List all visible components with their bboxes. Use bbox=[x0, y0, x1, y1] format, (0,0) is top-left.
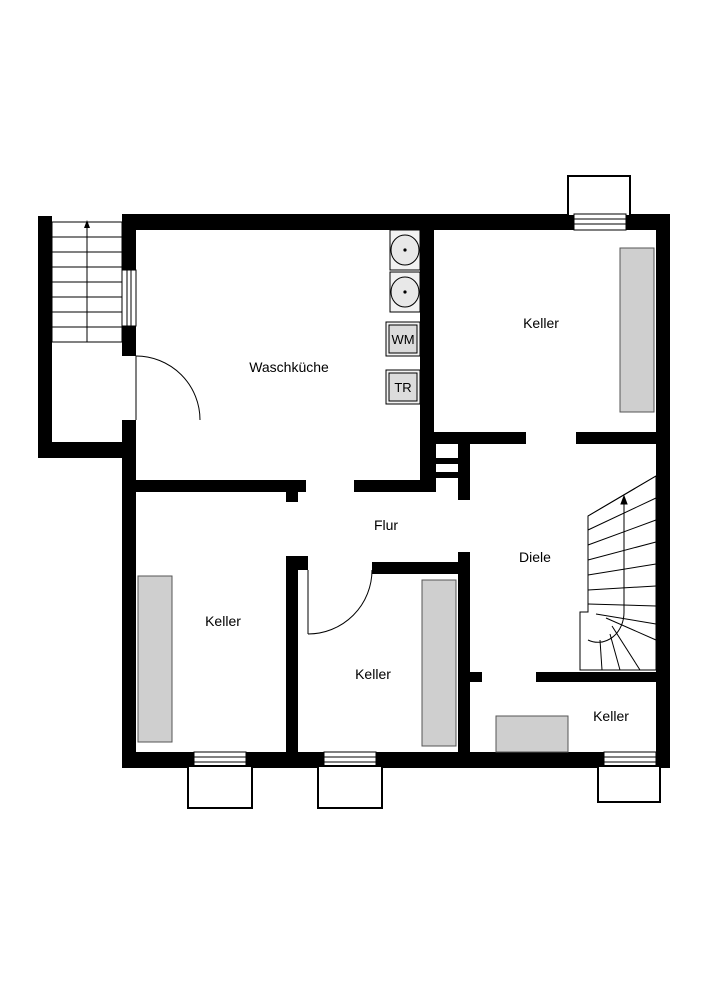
wall-keller-ne-bottom-left bbox=[420, 432, 526, 444]
shelf-keller-sw bbox=[137, 575, 173, 743]
light-well-top bbox=[567, 175, 631, 231]
room-label-waschkueche: Waschküche bbox=[249, 359, 329, 375]
dryer-label: TR bbox=[394, 380, 411, 395]
wall-right bbox=[656, 214, 670, 768]
sink-1 bbox=[389, 229, 421, 271]
staircase-arrow-icon bbox=[620, 494, 628, 505]
wall-keller-ne-bottom-right bbox=[576, 432, 656, 444]
light-well-bottom-mid bbox=[317, 751, 383, 809]
wall-shaft-right bbox=[458, 444, 470, 500]
room-label-keller-sw: Keller bbox=[205, 613, 241, 629]
wall-top bbox=[122, 214, 670, 230]
dryer: TR bbox=[385, 369, 421, 405]
wall-wk-bottom-left bbox=[136, 480, 306, 492]
interior-staircase bbox=[579, 475, 657, 671]
washing-machine: WM bbox=[385, 321, 421, 357]
room-label-keller-mid: Keller bbox=[355, 666, 391, 682]
room-label-diele: Diele bbox=[519, 549, 551, 565]
wall-left-lower bbox=[122, 420, 136, 768]
room-label-keller-ne: Keller bbox=[523, 315, 559, 331]
shelf-keller-mid bbox=[421, 579, 457, 747]
room-label-flur: Flur bbox=[374, 517, 398, 533]
wall-wk-bottom-stub bbox=[286, 480, 298, 502]
wall-left-mid bbox=[122, 326, 136, 356]
washing-machine-label: WM bbox=[391, 332, 414, 347]
entrance-door bbox=[135, 355, 201, 421]
wall-keller-se-top bbox=[536, 672, 656, 682]
room-label-keller-se: Keller bbox=[593, 708, 629, 724]
outer-walls bbox=[122, 214, 670, 768]
wall-bottom bbox=[122, 752, 670, 768]
room-labels: Waschküche Keller Flur Diele Keller Kell… bbox=[205, 315, 629, 724]
wall-shaft-h1 bbox=[432, 458, 462, 464]
furniture bbox=[137, 247, 655, 753]
wall-wk-keller-vertical bbox=[420, 230, 434, 492]
wall-stair-left bbox=[38, 216, 52, 458]
wall-left-upper bbox=[122, 214, 136, 270]
wall-keller-mid-diele bbox=[458, 552, 470, 752]
wall-shaft-h2 bbox=[432, 472, 462, 478]
wall-shaft-left bbox=[432, 444, 436, 492]
sink-2 bbox=[389, 271, 421, 313]
wall-keller-mid-top bbox=[372, 562, 468, 574]
shelf-keller-ne bbox=[619, 247, 655, 413]
light-well-bottom-left bbox=[187, 751, 253, 809]
exterior-stair-arrow-icon bbox=[84, 220, 90, 228]
wall-stair-bottom bbox=[38, 442, 136, 458]
staircase-inner-curve bbox=[587, 504, 625, 643]
exterior-stair bbox=[38, 216, 136, 458]
light-well-bottom-right bbox=[597, 751, 661, 803]
wall-keller-mid-top-stub bbox=[298, 556, 308, 570]
wall-diele-stub bbox=[470, 672, 482, 682]
shelf-keller-se bbox=[495, 715, 569, 753]
wall-wk-bottom-right bbox=[354, 480, 434, 492]
wall-keller-sw-mid bbox=[286, 556, 298, 752]
keller-mid-door bbox=[307, 569, 373, 635]
window-left bbox=[121, 269, 137, 327]
interior-walls bbox=[136, 230, 656, 752]
